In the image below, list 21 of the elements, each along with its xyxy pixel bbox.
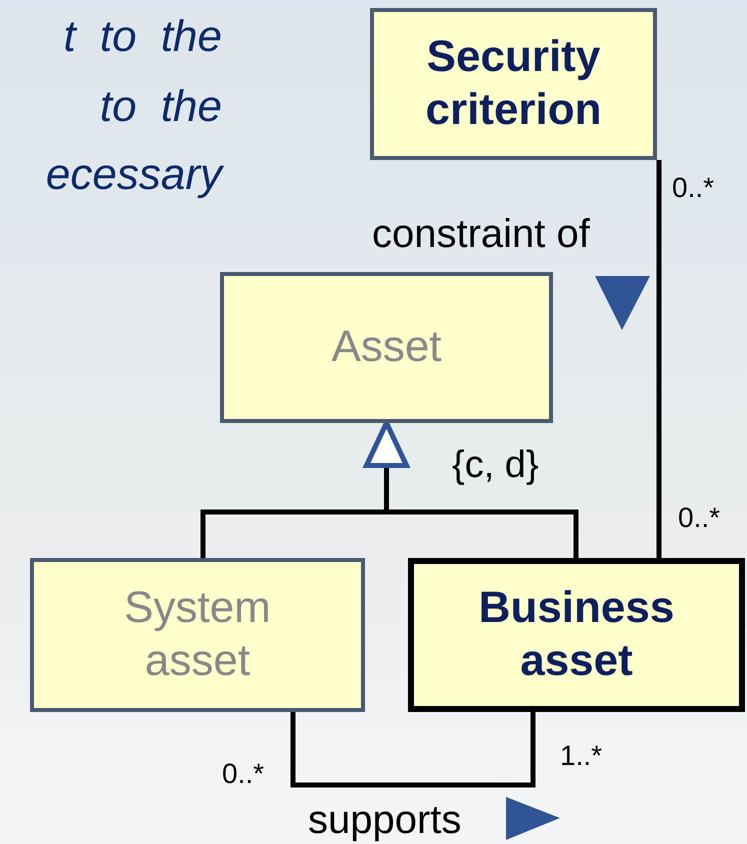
body-text: t to the xyxy=(63,12,222,62)
class-box xyxy=(408,558,745,712)
multiplicity: 0..* xyxy=(672,172,714,204)
class-box xyxy=(30,558,365,712)
edge-label: constraint of xyxy=(372,212,590,257)
class-box xyxy=(370,8,657,160)
class-name: System asset xyxy=(123,582,272,687)
body-text: ecessary xyxy=(46,150,222,200)
generalization-arrow xyxy=(364,420,578,558)
multiplicity: 0..* xyxy=(678,502,720,534)
class-name: Business asset xyxy=(478,582,676,687)
association-line xyxy=(656,160,662,558)
class-name: Security criterion xyxy=(424,31,603,136)
edge-label: supports xyxy=(308,798,462,843)
association-line xyxy=(290,712,536,788)
multiplicity: 1..* xyxy=(560,740,602,772)
constraint-label: {c, d} xyxy=(452,444,539,487)
class-box xyxy=(220,272,553,423)
body-text: to the xyxy=(100,82,222,132)
class-name: Asset xyxy=(331,321,442,374)
multiplicity: 0..* xyxy=(222,758,264,790)
